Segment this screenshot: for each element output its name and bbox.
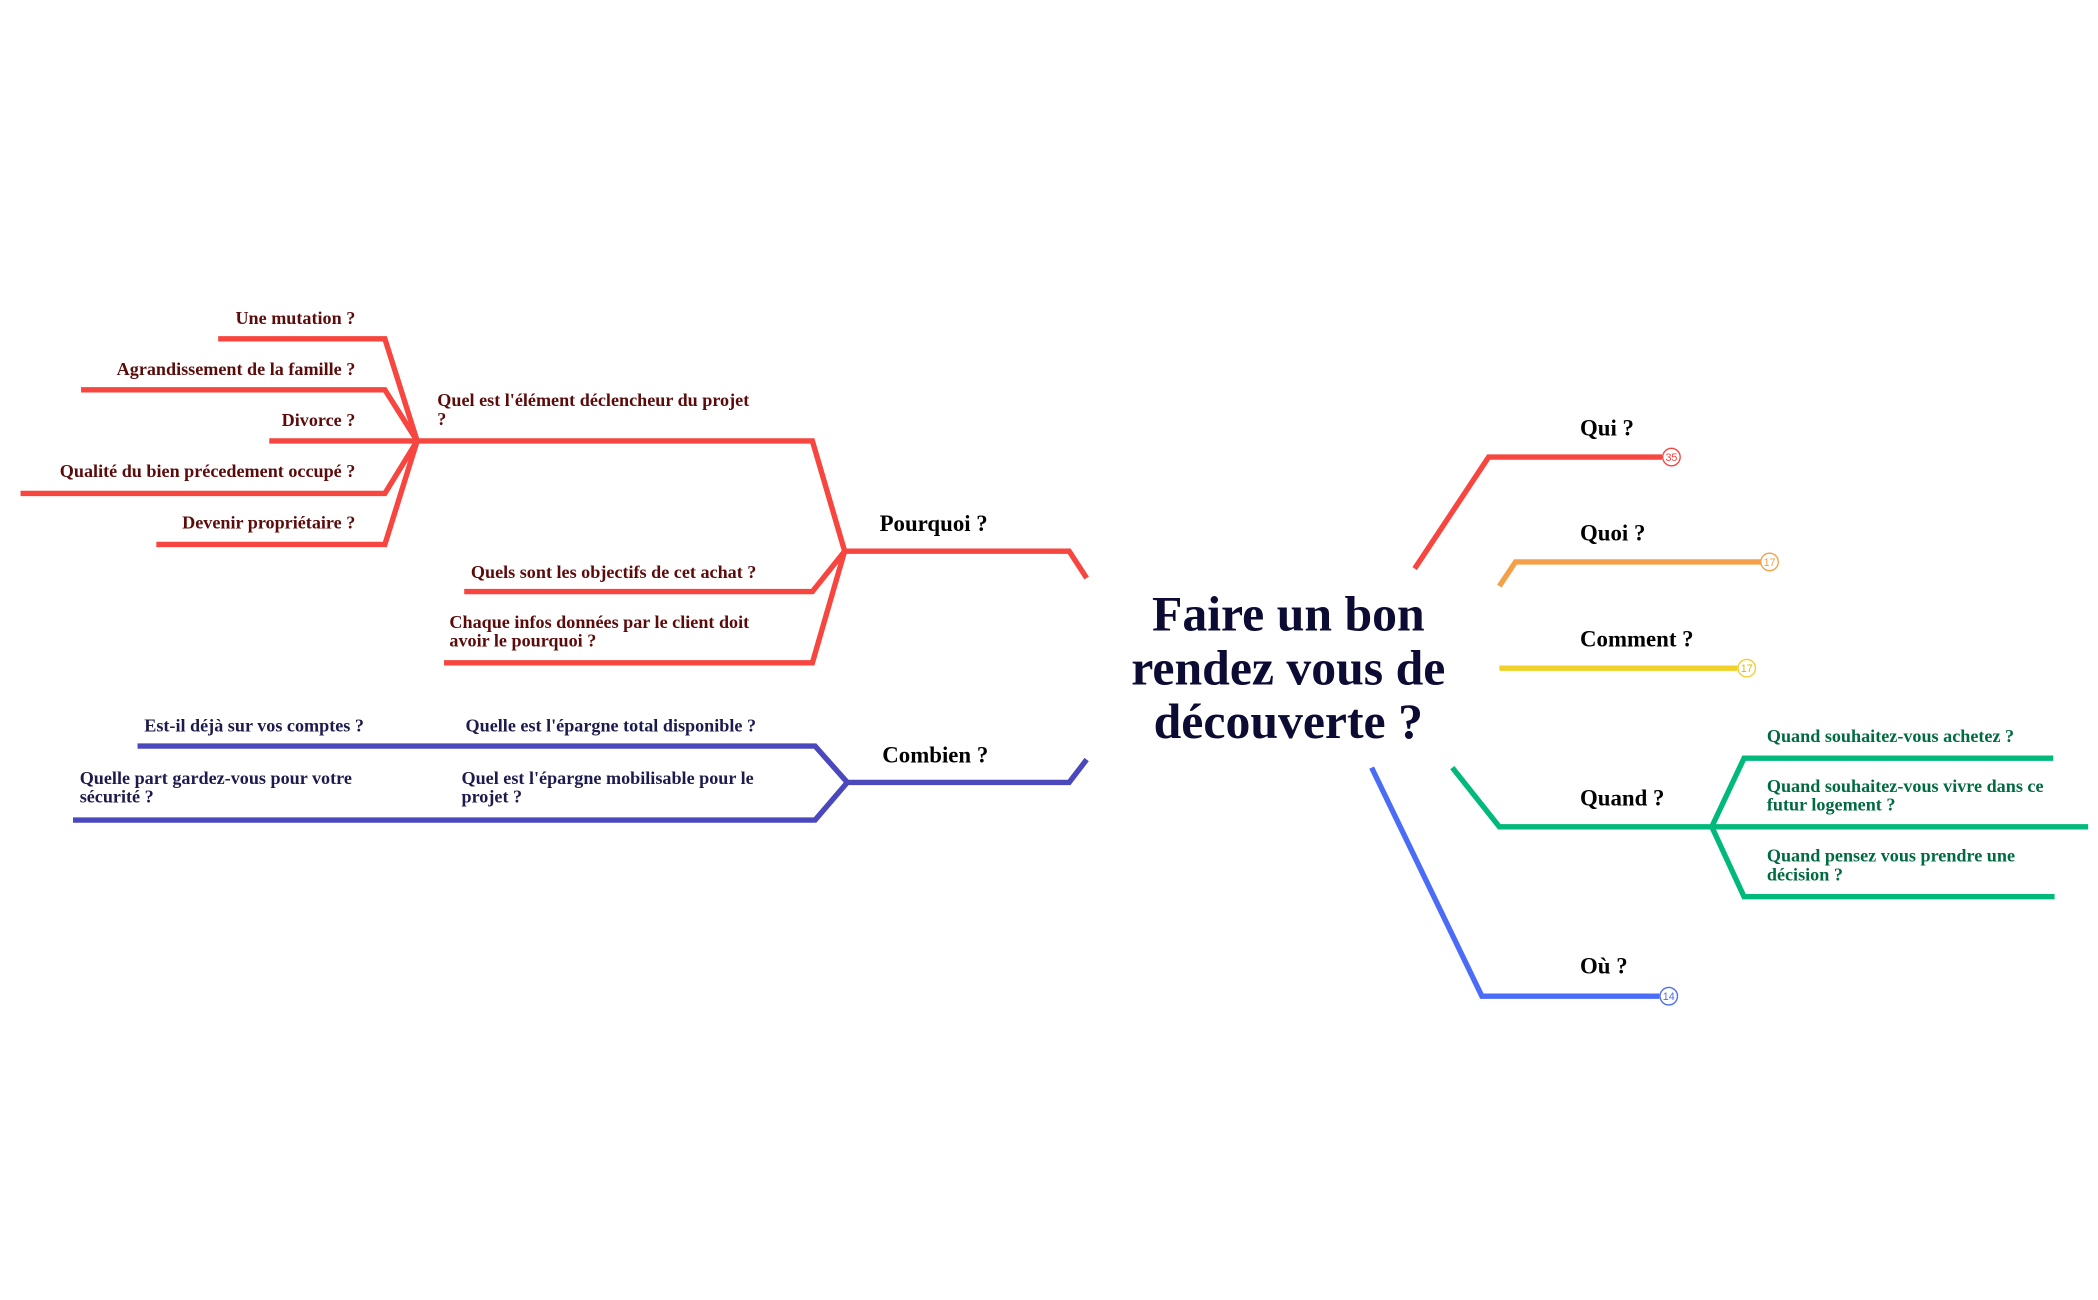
topic-part-securite-line-1[interactable]: Quelle part gardez-vous pour votre — [80, 768, 352, 788]
connector-ou — [1369, 766, 1660, 999]
connector-pourquoi — [844, 548, 1089, 580]
connector-objectifs — [464, 549, 847, 595]
branch-quand: Quand ? Quand souhaitez-vous achetez ? Q… — [1450, 726, 2089, 900]
connector-epargne-mobilisable — [72, 780, 850, 823]
connector-infos — [444, 550, 848, 666]
topic-deja-sur-comptes[interactable]: Est-il déjà sur vos comptes ? — [144, 715, 364, 735]
topic-epargne-totale[interactable]: Quelle est l'épargne total disponible ? — [466, 715, 757, 735]
central-title-line-2: rendez vous de — [1131, 640, 1445, 695]
branch-ou: Où ? 14 — [1369, 766, 1679, 1006]
topic-qualite[interactable]: Qualité du bien précedement occupé ? — [60, 461, 356, 481]
topic-declencheur-line-1[interactable]: Quel est l'élément déclencheur du projet — [437, 390, 749, 410]
topic-qui[interactable]: Qui ? — [1580, 416, 1634, 441]
badge-count: 17 — [1764, 557, 1776, 569]
connector-declencheur — [417, 438, 848, 552]
topic-proprietaire[interactable]: Devenir propriétaire ? — [182, 512, 355, 532]
badge-count: 17 — [1741, 663, 1753, 675]
topic-quand[interactable]: Quand ? — [1580, 785, 1664, 810]
connector-quand — [1450, 765, 1712, 830]
branch-combien: Combien ? Quelle est l'épargne total dis… — [72, 715, 1089, 823]
badge-count: 35 — [1665, 452, 1677, 464]
topic-ou[interactable]: Où ? — [1580, 953, 1628, 978]
topic-divorce[interactable]: Divorce ? — [282, 410, 356, 430]
connector-epargne-totale — [137, 743, 850, 785]
topic-epargne-mobilisable-line-1[interactable]: Quel est l'épargne mobilisable pour le — [462, 768, 754, 788]
topic-quand-vivre-line-1[interactable]: Quand souhaitez-vous vivre dans ce — [1767, 776, 2044, 796]
connector-proprietaire — [156, 440, 420, 548]
central-title-line-3: découverte ? — [1154, 694, 1423, 749]
topic-quand-achetez[interactable]: Quand souhaitez-vous achetez ? — [1767, 726, 2014, 746]
topic-pourquoi[interactable]: Pourquoi ? — [880, 511, 988, 536]
topic-infos-line-1[interactable]: Chaque infos données par le client doit — [449, 612, 749, 632]
connector-combien — [847, 757, 1089, 786]
topic-quand-decision-line-2[interactable]: décision ? — [1767, 865, 1843, 885]
connector-quand-achetez — [1709, 755, 2054, 828]
collapsed-count-badge-ou[interactable]: 14 — [1659, 986, 1679, 1006]
badge-count: 14 — [1663, 991, 1675, 1003]
topic-quoi[interactable]: Quoi ? — [1580, 520, 1645, 545]
central-title-line-1: Faire un bon — [1152, 587, 1425, 642]
connector-quand-decision — [1709, 825, 2055, 900]
topic-mutation[interactable]: Une mutation ? — [235, 308, 355, 328]
collapsed-count-badge-quoi[interactable]: 17 — [1760, 552, 1779, 572]
collapsed-count-badge-qui[interactable]: 35 — [1662, 447, 1681, 467]
connector-qui — [1412, 454, 1663, 571]
topic-infos-line-2[interactable]: avoir le pourquoi ? — [449, 631, 596, 651]
central-topic[interactable]: Faire un bon rendez vous de découverte ? — [1131, 587, 1445, 750]
connector-quoi — [1497, 559, 1762, 588]
connector-qualite — [20, 439, 420, 497]
topic-quand-decision-line-1[interactable]: Quand pensez vous prendre une — [1767, 846, 2015, 866]
connector-mutation — [218, 336, 420, 442]
connector-agrandissement — [81, 387, 420, 443]
topic-part-securite-line-2[interactable]: sécurité ? — [80, 787, 154, 807]
topic-objectifs[interactable]: Quels sont les objectifs de cet achat ? — [471, 562, 756, 582]
collapsed-count-badge-comment[interactable]: 17 — [1737, 658, 1757, 678]
topic-epargne-mobilisable-line-2[interactable]: projet ? — [462, 787, 523, 807]
topic-quand-vivre-line-2[interactable]: futur logement ? — [1767, 795, 1896, 815]
branch-pourquoi: Pourquoi ? Quel est l'élément déclencheu… — [20, 308, 1089, 666]
branch-qui: Qui ? 35 — [1412, 416, 1681, 571]
topic-comment[interactable]: Comment ? — [1580, 627, 1694, 652]
topic-agrandissement[interactable]: Agrandissement de la famille ? — [117, 359, 356, 379]
topic-combien[interactable]: Combien ? — [882, 742, 988, 767]
branch-comment: Comment ? 17 — [1499, 627, 1757, 678]
topic-declencheur-line-2[interactable]: ? — [437, 409, 446, 429]
branch-quoi: Quoi ? 17 — [1497, 520, 1779, 588]
